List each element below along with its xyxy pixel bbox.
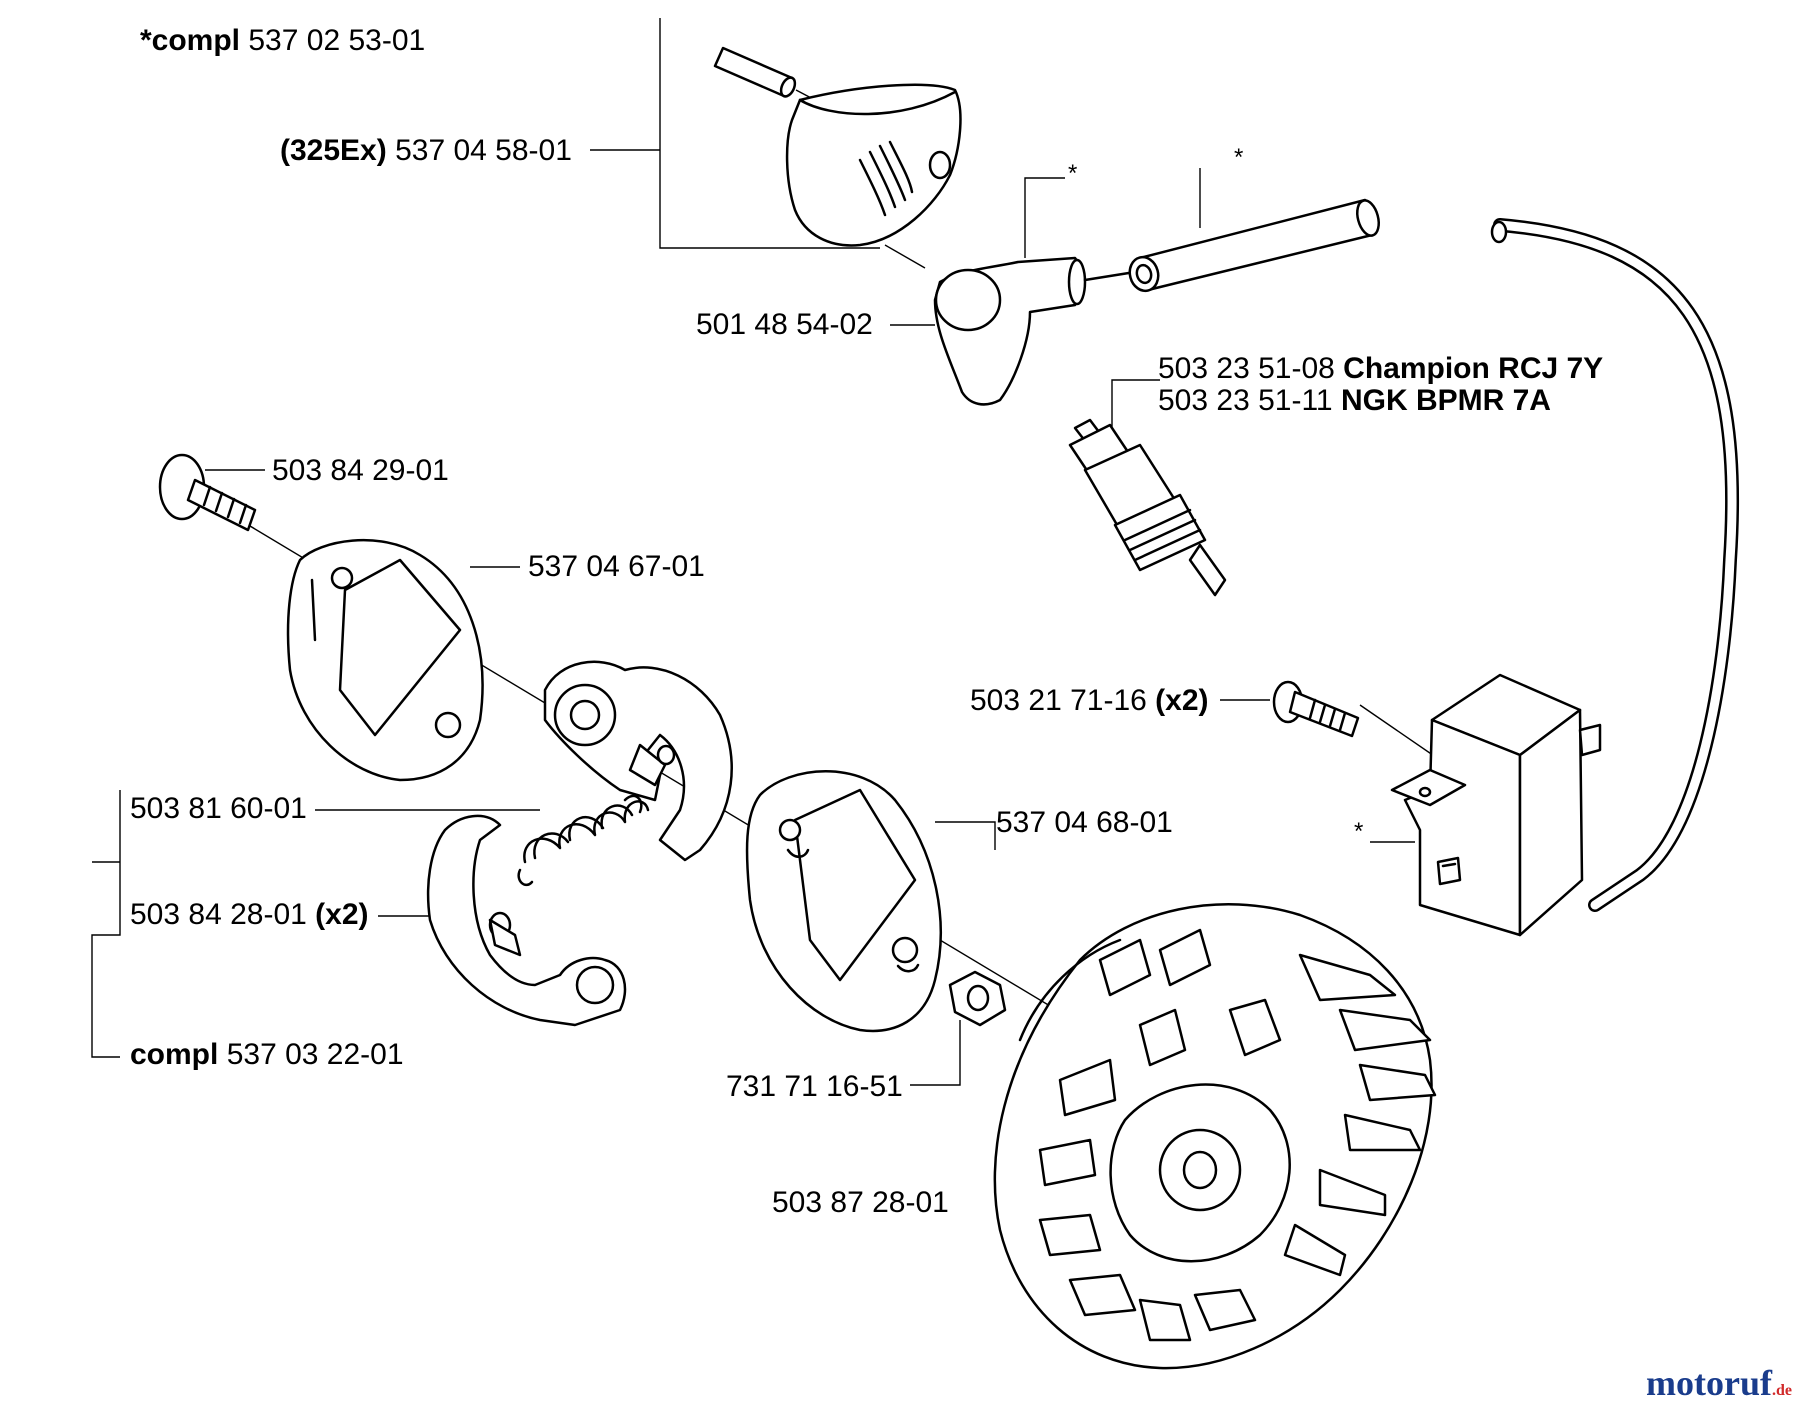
cover-part	[785, 83, 962, 247]
label-spring: 503 81 60-01	[130, 792, 307, 825]
plate-2-part	[745, 770, 942, 1033]
plate-1-part	[286, 538, 484, 782]
label-plate-1: 537 04 67-01	[528, 550, 705, 583]
cable-part	[1490, 218, 1740, 912]
label-compl-bottom: compl 537 03 22-01	[130, 1038, 404, 1071]
tube-part	[1128, 198, 1380, 293]
label-spark-plug-ngk: 503 23 51-11 NGK BPMR 7A	[1158, 384, 1551, 417]
label-clutch-shoe: 503 84 28-01 (x2)	[130, 898, 369, 931]
watermark: motoruf.de	[1646, 1363, 1792, 1403]
clutch-shoe-upper-part	[543, 660, 733, 862]
spring-part	[517, 794, 650, 887]
pin-part	[713, 46, 816, 101]
label-plate-2: 537 04 68-01	[996, 806, 1173, 839]
screw-part	[1272, 680, 1360, 738]
label-screw: 503 21 71-16 (x2)	[970, 684, 1209, 717]
plug-boot-part	[933, 256, 1137, 406]
flywheel-part	[993, 903, 1437, 1370]
label-plug-boot: 501 48 54-02	[696, 308, 873, 341]
bolt-part	[158, 453, 257, 532]
label-nut: 731 71 16-51	[726, 1070, 903, 1103]
asterisk-module: *	[1354, 818, 1364, 845]
label-cover-325ex: (325Ex) 537 04 58-01	[280, 134, 572, 167]
asterisk-boot: *	[1068, 160, 1078, 187]
label-compl-top: *compl 537 02 53-01	[140, 24, 426, 57]
label-flywheel: 503 87 28-01	[772, 1186, 949, 1219]
spark-plug-part	[1068, 418, 1227, 597]
clutch-shoe-lower-part	[426, 814, 627, 1027]
label-bolt: 503 84 29-01	[272, 454, 449, 487]
label-spark-plug-champion: 503 23 51-08 Champion RCJ 7Y	[1158, 352, 1604, 385]
asterisk-tube: *	[1234, 144, 1244, 171]
ignition-module-part	[1390, 673, 1602, 937]
nut-part	[948, 970, 1007, 1027]
